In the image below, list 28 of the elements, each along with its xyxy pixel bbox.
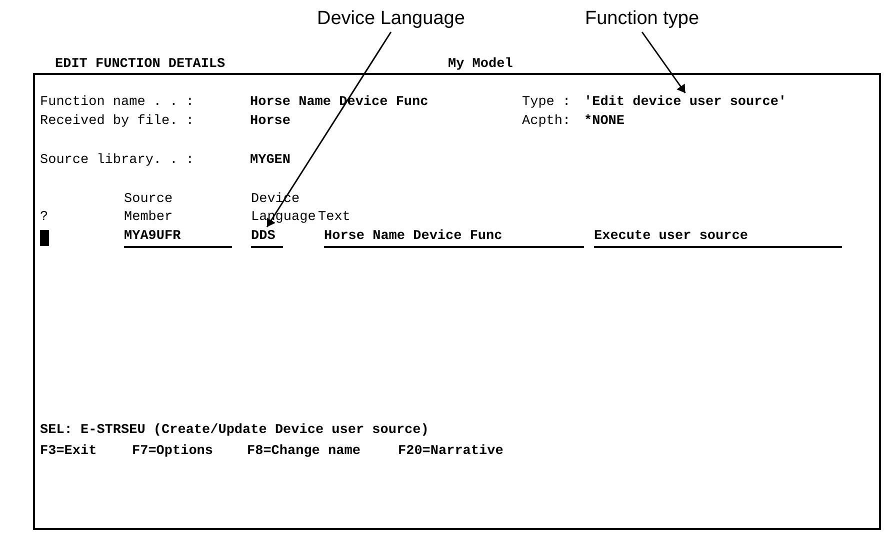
field-value: Horse [250,113,291,131]
column-heading: Source [124,191,173,209]
field-label: Acpth: [522,113,571,131]
function-key-hint: F3=Exit [40,443,97,461]
callout-label: Device Language [317,8,465,30]
callout-label: Function type [585,8,700,30]
screen-title: EDIT FUNCTION DETAILS [55,56,226,74]
field-value: *NONE [584,113,625,131]
column-heading: ? [40,209,48,227]
function-key-hint: F7=Options [132,443,214,461]
field-label: Source library. . : [40,152,194,170]
field-value: MYGEN [250,152,291,170]
column-heading: Member [124,209,173,227]
arrow [266,32,392,228]
selection-message: SEL: E-STRSEU (Create/Update Device user source) [40,422,429,440]
field-label: Function name . . : [40,94,194,112]
input-field: Horse Name Device Func [324,228,584,248]
arrow [641,32,686,94]
model-name: My Model [448,56,513,74]
input-field: MYA9UFR [124,228,232,248]
field-value: 'Edit device user source' [584,94,787,112]
function-key-hint: F8=Change name [247,443,360,461]
column-heading: Text [318,209,350,227]
input-field: DDS [251,228,283,248]
field-label: Received by file. : [40,113,194,131]
function-key-hint: F20=Narrative [398,443,504,461]
field-label: Type : [522,94,571,112]
input-field: Execute user source [594,228,842,248]
